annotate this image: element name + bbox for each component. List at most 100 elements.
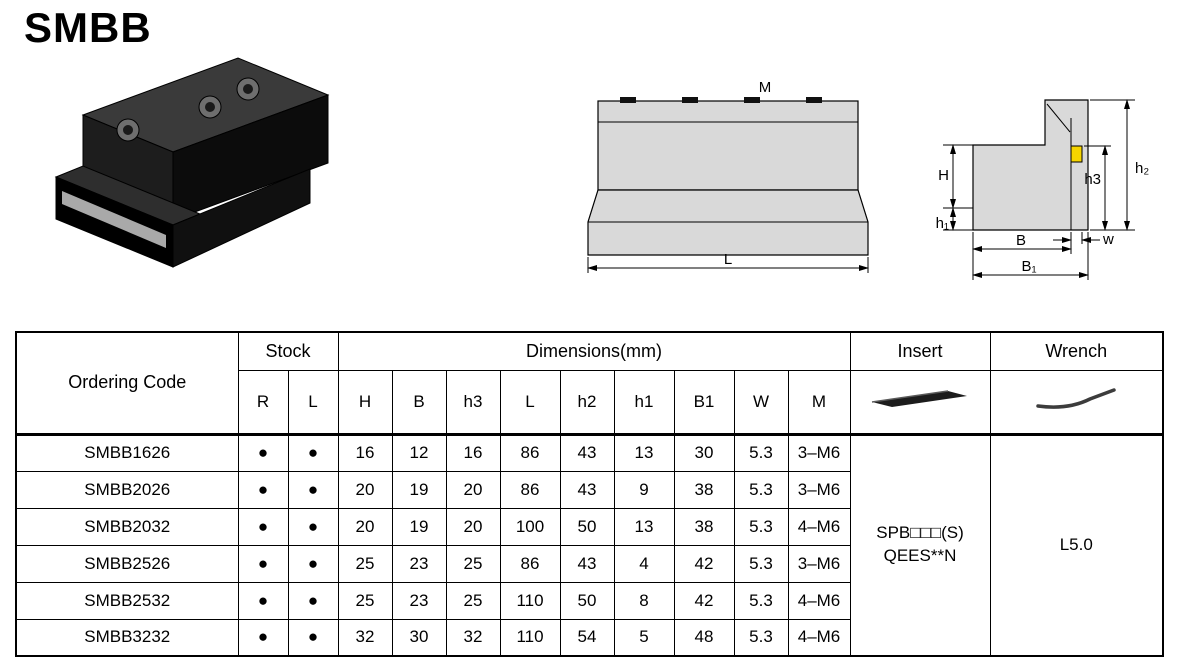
dim-label-b1: B₁ [1021, 258, 1036, 275]
cell-h1: 13 [613, 507, 675, 546]
cell-stock-l: ● [287, 618, 339, 657]
cell-h: 20 [337, 470, 393, 509]
cell-ordering-code: SMBB2532 [15, 581, 239, 620]
cell-h: 25 [337, 581, 393, 620]
cell-stock-r: ● [237, 618, 289, 657]
cell-stock-l: ● [287, 544, 339, 583]
side-view-drawing: H h₁ h3 h₂ B B₁ w [936, 99, 1149, 280]
front-l-label: L [724, 251, 732, 268]
cell-l: 86 [499, 433, 561, 472]
cell-h3: 16 [445, 433, 501, 472]
insert-marker [1070, 145, 1083, 163]
cell-h2: 54 [559, 618, 615, 657]
cell-h3: 25 [445, 544, 501, 583]
cell-b1: 30 [673, 433, 735, 472]
cell-insert: SPB□□□(S) QEES**N [849, 433, 991, 657]
cell-b: 12 [391, 433, 447, 472]
cell-stock-l: ● [287, 470, 339, 509]
dim-label-h2: h₂ [1135, 160, 1149, 177]
cell-l: 110 [499, 581, 561, 620]
cell-l: 110 [499, 618, 561, 657]
cell-ordering-code: SMBB2026 [15, 470, 239, 509]
cell-h3: 20 [445, 507, 501, 546]
cell-b: 19 [391, 470, 447, 509]
col-header-h2: h2 [559, 369, 615, 436]
cell-w: 5.3 [733, 581, 789, 620]
front-m-label: M [759, 79, 772, 96]
cell-h2: 50 [559, 581, 615, 620]
cell-m: 3–M6 [787, 470, 851, 509]
cell-h3: 32 [445, 618, 501, 657]
dim-label-h: H [938, 167, 949, 184]
cell-w: 5.3 [733, 470, 789, 509]
cell-h1: 9 [613, 470, 675, 509]
table-row: SMBB3232 ● ● 32 30 32 110 54 5 48 5.3 4–… [15, 618, 1163, 657]
cell-h: 20 [337, 507, 393, 546]
cell-b1: 48 [673, 618, 735, 657]
cell-l: 86 [499, 544, 561, 583]
cell-b1: 42 [673, 544, 735, 583]
dim-label-h1: h₁ [936, 215, 949, 232]
cell-w: 5.3 [733, 433, 789, 472]
wrench-icon [1036, 388, 1116, 409]
cell-stock-l: ● [287, 507, 339, 546]
insert-image-cell [849, 369, 991, 436]
cell-w: 5.3 [733, 618, 789, 657]
col-header-insert: Insert [849, 331, 991, 371]
insert-code-line1: SPB□□□(S) [876, 523, 964, 543]
cell-ordering-code: SMBB1626 [15, 433, 239, 472]
cell-l: 100 [499, 507, 561, 546]
cell-stock-r: ● [237, 433, 289, 472]
cell-stock-l: ● [287, 581, 339, 620]
cell-stock-r: ● [237, 581, 289, 620]
cell-ordering-code: SMBB3232 [15, 618, 239, 657]
cell-b1: 42 [673, 581, 735, 620]
cell-h: 16 [337, 433, 393, 472]
wrench-icon-cell [989, 369, 1164, 436]
col-header-ordering-code: Ordering Code [15, 331, 239, 436]
dim-label-w: w [1102, 231, 1114, 248]
cell-h2: 50 [559, 507, 615, 546]
cell-b1: 38 [673, 470, 735, 509]
col-header-b: B [391, 369, 447, 436]
dim-label-h3: h3 [1084, 171, 1101, 188]
col-header-h3: h3 [445, 369, 501, 436]
cell-h2: 43 [559, 544, 615, 583]
cell-m: 3–M6 [787, 433, 851, 472]
col-header-w: W [733, 369, 789, 436]
cell-h1: 5 [613, 618, 675, 657]
table-row: SMBB2532 ● ● 25 23 25 110 50 8 42 5.3 4–… [15, 581, 1163, 620]
cell-stock-r: ● [237, 544, 289, 583]
col-header-h: H [337, 369, 393, 436]
cell-stock-r: ● [237, 507, 289, 546]
insert-image [871, 390, 967, 407]
table-row: SMBB2026 ● ● 20 19 20 86 43 9 38 5.3 3–M… [15, 470, 1163, 509]
cell-m: 3–M6 [787, 544, 851, 583]
cell-h2: 43 [559, 470, 615, 509]
insert-code-line2: QEES**N [883, 546, 957, 566]
table-row: SMBB2526 ● ● 25 23 25 86 43 4 42 5.3 3–M… [15, 544, 1163, 583]
col-header-dimensions: Dimensions(mm) [337, 331, 851, 371]
cell-h: 25 [337, 544, 393, 583]
cell-m: 4–M6 [787, 581, 851, 620]
cell-b: 19 [391, 507, 447, 546]
cell-b: 30 [391, 618, 447, 657]
cell-wrench: L5.0 [989, 433, 1164, 657]
cell-h: 32 [337, 618, 393, 657]
spec-table: Ordering Code Stock Dimensions(mm) Inser… [15, 331, 1164, 657]
cell-m: 4–M6 [787, 618, 851, 657]
front-view-drawing: M L [587, 79, 869, 273]
cell-stock-l: ● [287, 433, 339, 472]
cell-b: 23 [391, 544, 447, 583]
cell-h2: 43 [559, 433, 615, 472]
cell-b1: 38 [673, 507, 735, 546]
col-header-h1: h1 [613, 369, 675, 436]
cell-h3: 25 [445, 581, 501, 620]
cell-h1: 4 [613, 544, 675, 583]
cell-w: 5.3 [733, 544, 789, 583]
cell-ordering-code: SMBB2526 [15, 544, 239, 583]
cell-b: 23 [391, 581, 447, 620]
table-row: SMBB1626 ● ● 16 12 16 86 43 13 30 5.3 3–… [15, 433, 1164, 657]
cell-ordering-code: SMBB2032 [15, 507, 239, 546]
cell-h1: 8 [613, 581, 675, 620]
